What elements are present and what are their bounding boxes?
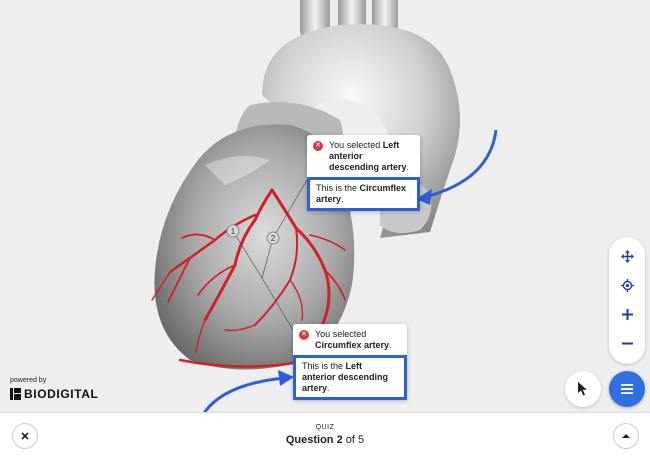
correct-answer-text: This is the Circumflex artery.: [316, 183, 407, 204]
chevron-up-icon: [622, 434, 630, 438]
error-icon: ✕: [299, 330, 309, 340]
correct-answer-highlight: This is the Circumflex artery.: [307, 177, 420, 211]
biodigital-logo[interactable]: BIODIGITAL: [10, 387, 98, 401]
menu-button[interactable]: [609, 371, 645, 407]
heart-model[interactable]: 1 2: [0, 0, 650, 412]
zoom-out-button[interactable]: [609, 329, 645, 357]
3d-viewport[interactable]: 1 2 ✕ You selected Left anterior descend…: [0, 0, 650, 412]
selected-answer-row: ✕ You selected Circumflex artery.: [293, 324, 407, 355]
correct-answer-text: This is the Left anterior descending art…: [302, 361, 389, 393]
center-target-icon: [620, 278, 634, 292]
view-toolbar: [609, 237, 645, 364]
zoom-in-button[interactable]: [609, 300, 645, 328]
selected-answer-row: ✕ You selected Left anterior descending …: [307, 135, 420, 177]
marker-1-label: 1: [231, 227, 236, 236]
marker-2[interactable]: 2: [266, 231, 280, 245]
selected-answer-text: You selected Left anterior descending ar…: [329, 140, 410, 172]
cursor-icon: [578, 382, 587, 396]
zoom-out-icon: [621, 342, 633, 344]
selected-answer-text: You selected Circumflex artery.: [315, 329, 392, 350]
brand-name: BIODIGITAL: [24, 387, 99, 401]
biodigital-logo-icon: [10, 388, 21, 400]
answer-callout-bottom: ✕ You selected Circumflex artery. This i…: [293, 324, 407, 400]
powered-by-label: powered by: [10, 377, 47, 384]
pan-button[interactable]: [609, 242, 645, 270]
marker-2-label: 2: [271, 234, 276, 243]
zoom-in-icon: [621, 308, 633, 320]
annotation-arrow-top: [416, 129, 498, 205]
coronary-arteries: [151, 188, 346, 368]
error-icon: ✕: [313, 141, 323, 151]
close-quiz-button[interactable]: [12, 423, 38, 449]
move-arrows-icon: [620, 249, 634, 263]
quiz-label: QUIZ: [315, 424, 335, 431]
hamburger-icon: [621, 384, 633, 394]
select-tool-button[interactable]: [565, 371, 601, 407]
annotation-arrow-bottom: [203, 370, 294, 412]
answer-callout-top: ✕ You selected Left anterior descending …: [307, 135, 420, 211]
question-counter: Question 2 of 5: [285, 434, 365, 446]
heart-body: [154, 124, 355, 370]
marker-1[interactable]: 1: [226, 224, 240, 238]
leader-lines: [232, 179, 308, 331]
close-icon: [21, 432, 29, 440]
correct-answer-highlight: This is the Left anterior descending art…: [293, 355, 407, 400]
expand-quiz-button[interactable]: [613, 423, 639, 449]
center-button[interactable]: [609, 271, 645, 299]
quiz-bar: QUIZ Question 2 of 5: [0, 412, 650, 458]
